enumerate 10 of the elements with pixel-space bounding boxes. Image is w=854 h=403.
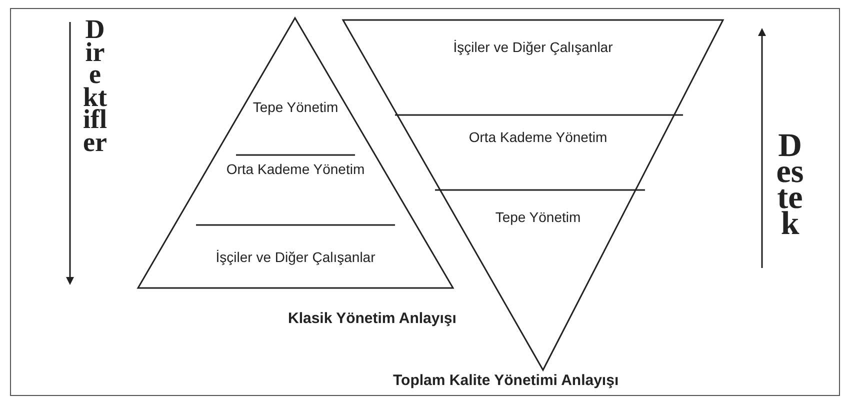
level-label: Orta Kademe Yönetim <box>443 128 633 146</box>
level-label: Tepe Yönetim <box>463 208 613 226</box>
level-label: İşçiler ve Diğer Çalışanlar <box>383 38 683 56</box>
level-label: Tepe Yönetim <box>233 98 358 116</box>
vertical-label: Destek <box>776 133 804 237</box>
pyramid-caption: Toplam Kalite Yönetimi Anlayışı <box>393 372 619 389</box>
vertical-label: Direktifler <box>83 18 107 153</box>
level-label: Orta Kademe Yönetim <box>208 160 383 178</box>
pyramid-caption: Klasik Yönetim Anlayışı <box>288 310 456 327</box>
level-label: İşçiler ve Diğer Çalışanlar <box>158 248 433 266</box>
